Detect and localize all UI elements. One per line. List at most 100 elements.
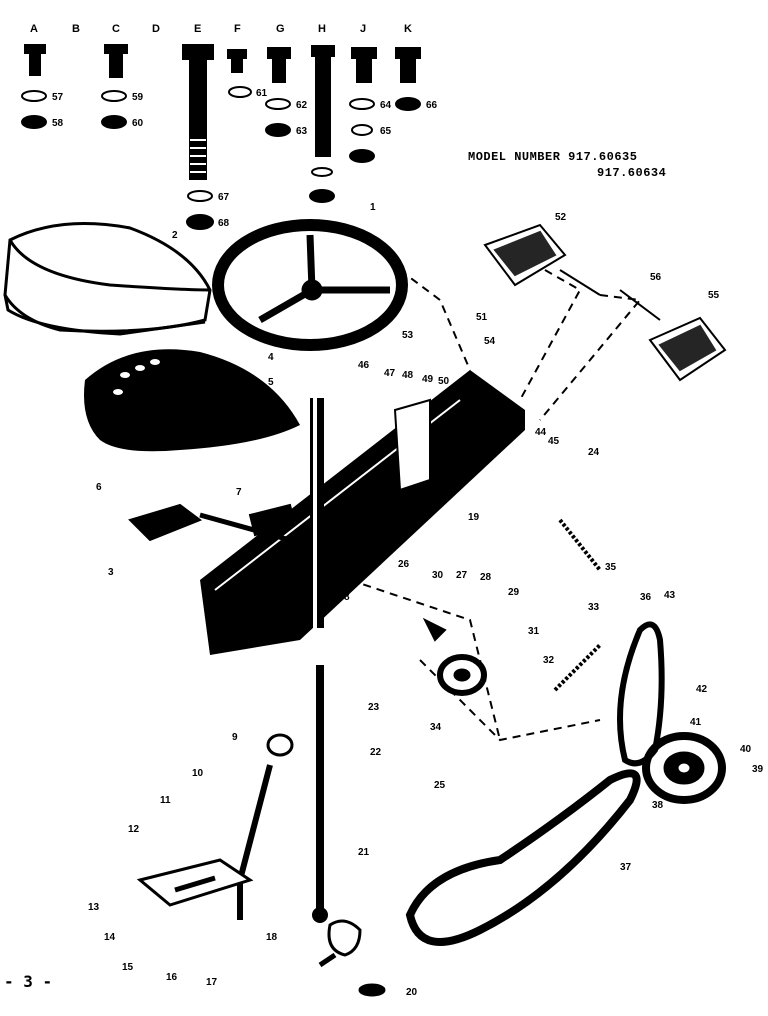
washer-label: 63 (296, 126, 308, 137)
callout-label: 35 (605, 562, 617, 573)
washer-label: 59 (132, 92, 144, 103)
callout-label: 31 (528, 626, 540, 637)
callout-label: 52 (555, 212, 567, 223)
washer-label: 64 (380, 100, 392, 111)
callout-label: 50 (438, 376, 450, 387)
chassis-frame (200, 370, 525, 655)
callout-label: 9 (232, 732, 238, 743)
callout-label: 7 (236, 487, 242, 498)
linkage-lines (349, 269, 642, 742)
callout-label: 23 (368, 702, 380, 713)
letter-label: A (30, 23, 38, 35)
callout-label: 29 (508, 587, 520, 598)
foot-rest-plate (128, 503, 297, 543)
callout-label: 15 (122, 962, 134, 973)
callout-label: 38 (652, 800, 664, 811)
callout-label: 56 (650, 272, 662, 283)
callout-label: 33 (588, 602, 600, 613)
steering-shaft (312, 665, 328, 923)
letter-label: C (112, 23, 120, 35)
shift-lever (136, 733, 294, 920)
callout-label: 13 (88, 902, 100, 913)
bolt-g (267, 47, 291, 83)
callout-label: 21 (358, 847, 370, 858)
hardware-letters: A B C D E F G H J K (30, 23, 412, 35)
callout-label: 54 (484, 336, 496, 347)
callout-label: 18 (266, 932, 278, 943)
callout-label: 41 (690, 717, 702, 728)
callout-label: 25 (434, 780, 446, 791)
callout-label: 55 (708, 290, 720, 301)
callout-label: 11 (160, 795, 171, 806)
page-number: - 3 - (4, 972, 53, 991)
callout-label: 17 (206, 977, 218, 988)
callout-label: 22 (370, 747, 382, 758)
bolt-a (24, 44, 46, 76)
drive-belt-lower (405, 769, 641, 946)
washer-label: 58 (52, 118, 64, 129)
washer-label: 60 (132, 118, 144, 129)
bolt-j (351, 47, 377, 83)
callout-label: 49 (422, 374, 434, 385)
callout-label: 14 (104, 932, 116, 943)
callout-label: 26 (398, 559, 410, 570)
callout-label: 32 (543, 655, 555, 666)
callout-label: 46 (358, 360, 370, 371)
callout-label: 16 (166, 972, 178, 983)
callout-label: 4 (268, 352, 274, 363)
callout-label: 3 (108, 567, 114, 578)
callout-label: 6 (96, 482, 102, 493)
callout-label: 30 (432, 570, 444, 581)
callout-label: 24 (588, 447, 600, 458)
letter-label: E (194, 23, 201, 35)
callout-label: 44 (535, 427, 547, 438)
drive-pulleys (422, 617, 726, 804)
callout-label: 28 (480, 572, 492, 583)
model-number-label: MODEL NUMBER 917.60635 (468, 150, 638, 164)
spring (553, 518, 602, 692)
callout-label: 12 (128, 824, 140, 835)
washer-label: 61 (256, 88, 268, 99)
model-number-alt: 917.60634 (597, 166, 667, 180)
bolt-e-long (182, 44, 214, 180)
callout-label: 51 (476, 312, 488, 323)
callout-label: 45 (548, 436, 560, 447)
steering-wheel (212, 219, 408, 351)
washer-label: 68 (218, 218, 230, 229)
callout-label: 36 (640, 592, 652, 603)
callout-label: 42 (696, 684, 708, 695)
seat-pan (84, 349, 300, 452)
letter-label: G (276, 23, 285, 35)
letter-label: J (360, 23, 366, 35)
callout-label: 20 (406, 987, 418, 998)
letter-label: K (404, 23, 412, 35)
letter-label: F (234, 23, 241, 35)
callout-label: 48 (402, 370, 414, 381)
hardware-row (21, 44, 421, 230)
callout-label: 1 (370, 202, 376, 213)
callout-label: 19 (468, 512, 480, 523)
callout-label: 2 (172, 230, 178, 241)
callout-label: 53 (402, 330, 414, 341)
pedal-pads (483, 223, 727, 382)
callout-label: 27 (456, 570, 468, 581)
callout-numbers: 1 2 3 4 5 6 7 8 9 10 11 12 13 14 15 16 1… (88, 202, 764, 998)
seat-cushion (3, 222, 212, 336)
bolt-c (104, 44, 128, 78)
bolt-f (227, 49, 247, 73)
callout-label: 40 (740, 744, 752, 755)
callout-label: 39 (752, 764, 764, 775)
shaft-bracket (318, 919, 386, 997)
letter-label: H (318, 23, 326, 35)
callout-label: 37 (620, 862, 632, 873)
callout-label: 43 (664, 590, 676, 601)
washer-label: 62 (296, 100, 308, 111)
letter-label: D (152, 23, 160, 35)
callout-label: 47 (384, 368, 396, 379)
bolt-k (395, 47, 421, 83)
washer-label: 66 (426, 100, 438, 111)
callout-label: 8 (344, 592, 350, 603)
washer-label: 57 (52, 92, 64, 103)
washer-label: 65 (380, 126, 392, 137)
